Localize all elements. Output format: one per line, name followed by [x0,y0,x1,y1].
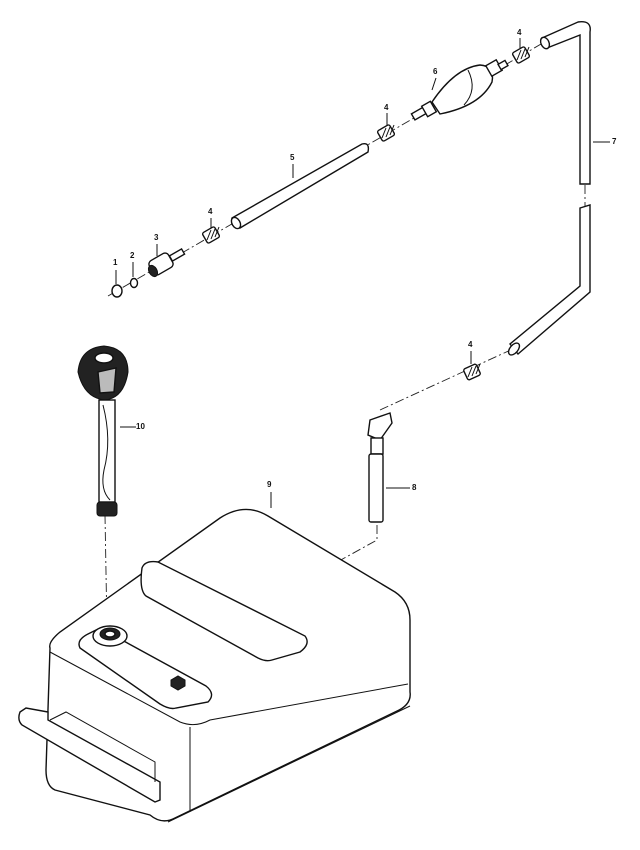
hose-clamp [511,46,531,64]
fuel-tank [18,508,411,823]
callout-5: 5 [290,153,295,162]
pickup-centerline [177,525,378,672]
assembly-centerline-lower [379,347,516,411]
fuel-hose [230,142,370,230]
callout-4: 4 [384,103,389,112]
tank-connector [147,247,186,278]
callout-8: 8 [412,483,417,492]
fuel-gauge [77,345,129,517]
o-ring [129,277,139,289]
leader-lines [115,38,521,364]
hose-clamp [376,124,396,142]
callout-4: 4 [208,207,213,216]
callout-1: 1 [113,258,118,267]
callout-3: 3 [154,233,159,242]
primer-bulb [410,58,509,121]
fuel-line-hose [507,21,591,356]
fuel-pickup-tube [367,412,393,523]
gauge-centerline [104,514,108,631]
retaining-ring [111,284,123,298]
hose-clamp [463,363,481,381]
callout-2: 2 [130,251,135,260]
callout-9: 9 [267,480,272,489]
callout-7: 7 [612,137,617,146]
callout-4: 4 [468,340,473,349]
hose-clamp [201,226,221,244]
callout-4: 4 [517,28,522,37]
callout-6: 6 [433,67,438,76]
callout-10: 10 [136,422,145,431]
